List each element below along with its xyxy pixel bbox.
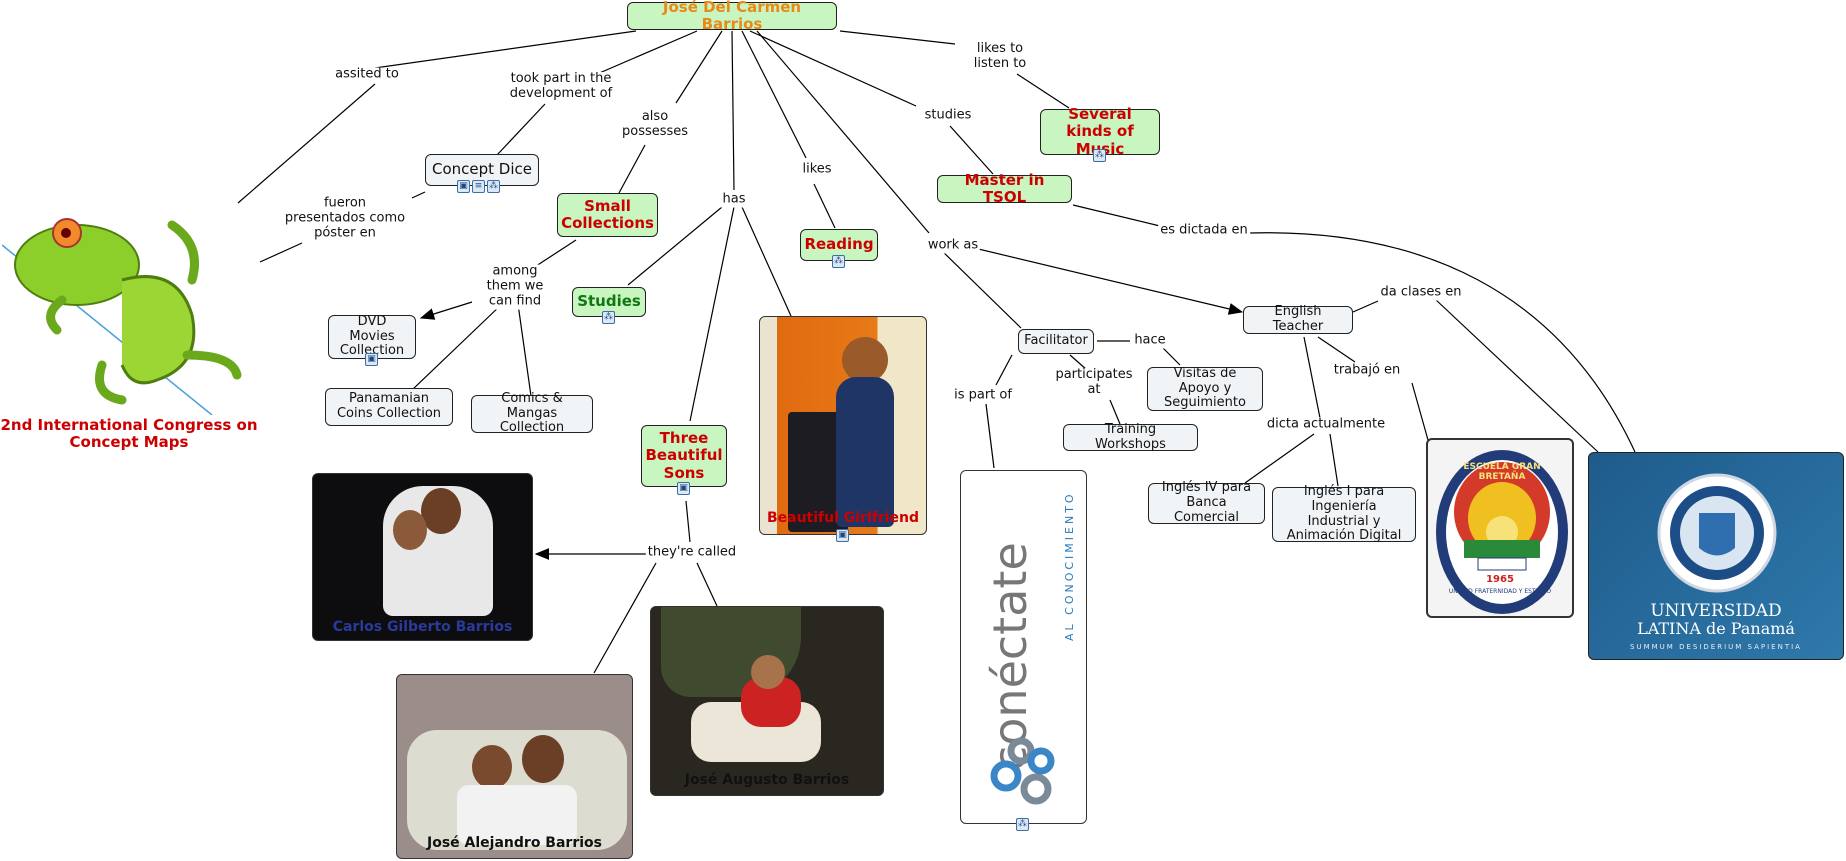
- dvd-icons[interactable]: ▣: [365, 353, 378, 366]
- image-resource-icon[interactable]: ▣: [677, 482, 690, 495]
- gran-bretana-motto: UNIDAD FRATERNIDAD Y ESTUDIO: [1448, 588, 1552, 595]
- girlfriend-photo[interactable]: Beautiful Girlfriend: [759, 316, 927, 535]
- girlfriend-caption: Beautiful Girlfriend: [766, 510, 920, 526]
- image-resource-icon[interactable]: ▣: [365, 353, 378, 366]
- alejandro-caption: José Alejandro Barrios: [427, 835, 602, 851]
- link-hace: hace: [1132, 332, 1168, 349]
- gran-bretana-logo[interactable]: ESCUELA GRAN BRETAÑA 1965 UNIDAD FRATERN…: [1426, 438, 1574, 618]
- concept-map-resource-icon[interactable]: ⁂: [487, 180, 500, 193]
- document-resource-icon[interactable]: ≡: [472, 180, 485, 193]
- link-dicta: dicta actualmente: [1264, 416, 1388, 433]
- concept-map-resource-icon[interactable]: ⁂: [1093, 149, 1106, 162]
- small-collections-node[interactable]: Small Collections: [557, 193, 658, 237]
- link-likes-listen: likes to listen to: [969, 41, 1031, 72]
- concept-dice-node[interactable]: Concept Dice: [425, 154, 539, 186]
- conectate-icons[interactable]: ⁂: [1016, 818, 1029, 831]
- link-likes: likes: [800, 161, 834, 178]
- reading-icons[interactable]: ⁂: [832, 255, 845, 268]
- link-es-dictada: es dictada en: [1158, 222, 1250, 239]
- link-has: has: [720, 191, 748, 208]
- alejandro-photo[interactable]: José Alejandro Barrios: [396, 674, 633, 859]
- image-resource-icon[interactable]: ▣: [836, 529, 849, 542]
- dvd-collection-node[interactable]: DVD Movies Collection: [328, 314, 416, 359]
- congress-label: 2nd International Congress on Concept Ma…: [0, 416, 258, 452]
- link-is-part-of: is part of: [952, 387, 1014, 404]
- concept-dice-icons[interactable]: ▣ ≡ ⁂: [457, 180, 500, 193]
- concept-map-resource-icon[interactable]: ⁂: [602, 311, 615, 324]
- ingles-i-node[interactable]: Inglés I para Ingeniería Industrial y An…: [1272, 484, 1416, 543]
- link-work-as: work as: [925, 237, 981, 254]
- link-among: among them we can find: [472, 264, 558, 310]
- conectate-logo[interactable]: conéctate AL CONOCIMIENTO: [960, 470, 1087, 824]
- carlos-photo[interactable]: Carlos Gilberto Barrios: [312, 473, 533, 641]
- university-crest-icon: [1657, 473, 1777, 593]
- gran-bretana-name: ESCUELA GRAN BRETAÑA: [1463, 462, 1541, 482]
- link-took-part: took part in the development of: [505, 71, 617, 102]
- augusto-photo[interactable]: José Augusto Barrios: [650, 606, 884, 796]
- link-fueron: fueron presentados como póster en: [281, 196, 409, 242]
- root-node[interactable]: José Del Carmen Barrios: [627, 0, 837, 33]
- facilitator-node[interactable]: Facilitator: [1018, 329, 1094, 354]
- frog-icon: [1, 218, 242, 416]
- several-music-node[interactable]: Several kinds of Music: [1040, 106, 1160, 157]
- link-trabajo: trabajó en: [1331, 362, 1403, 379]
- conectate-rings-icon: [990, 737, 1055, 805]
- congress-frog-logo: [1, 205, 252, 416]
- concept-map-resource-icon[interactable]: ⁂: [832, 255, 845, 268]
- master-tsol-node[interactable]: Master in TSOL: [937, 171, 1072, 206]
- ulatina-motto: SUMMUM DESIDERIUM SAPIENTIA: [1630, 643, 1802, 651]
- link-assited-to: assited to: [333, 66, 401, 83]
- image-resource-icon[interactable]: ▣: [457, 180, 470, 193]
- gran-bretana-year: 1965: [1486, 574, 1514, 585]
- ulatina-line1: UNIVERSIDAD: [1650, 601, 1782, 621]
- link-theyre-called: they're called: [645, 544, 739, 561]
- coins-collection-node[interactable]: Panamanian Coins Collection: [325, 388, 453, 426]
- link-also-possesses: also possesses: [620, 109, 690, 140]
- link-studies: studies: [922, 107, 974, 124]
- studies-icons[interactable]: ⁂: [602, 311, 615, 324]
- link-da-clases: da clases en: [1378, 284, 1464, 301]
- ulatina-line2: LATINA de Panamá: [1637, 619, 1795, 638]
- ingles-iv-node[interactable]: Inglés IV para Banca Comercial: [1148, 480, 1265, 525]
- girlfriend-icons[interactable]: ▣: [836, 529, 849, 542]
- ulatina-logo[interactable]: UNIVERSIDAD LATINA de Panamá SUMMUM DESI…: [1588, 452, 1844, 660]
- link-participates: participates at: [1052, 367, 1136, 398]
- visitas-node[interactable]: Visitas de Apoyo y Seguimiento: [1147, 366, 1263, 411]
- augusto-caption: José Augusto Barrios: [684, 772, 850, 788]
- music-icons[interactable]: ⁂: [1093, 149, 1106, 162]
- english-teacher-node[interactable]: English Teacher: [1243, 304, 1353, 334]
- school-badge-icon: [1436, 450, 1568, 614]
- comics-collection-node[interactable]: Comics & Mangas Collection: [471, 391, 593, 435]
- three-sons-icons[interactable]: ▣: [677, 482, 690, 495]
- training-workshops-node[interactable]: Training Workshops: [1063, 422, 1198, 451]
- three-sons-node[interactable]: Three Beautiful Sons: [641, 425, 727, 487]
- carlos-caption: Carlos Gilberto Barrios: [332, 619, 513, 635]
- concept-map-resource-icon[interactable]: ⁂: [1016, 818, 1029, 831]
